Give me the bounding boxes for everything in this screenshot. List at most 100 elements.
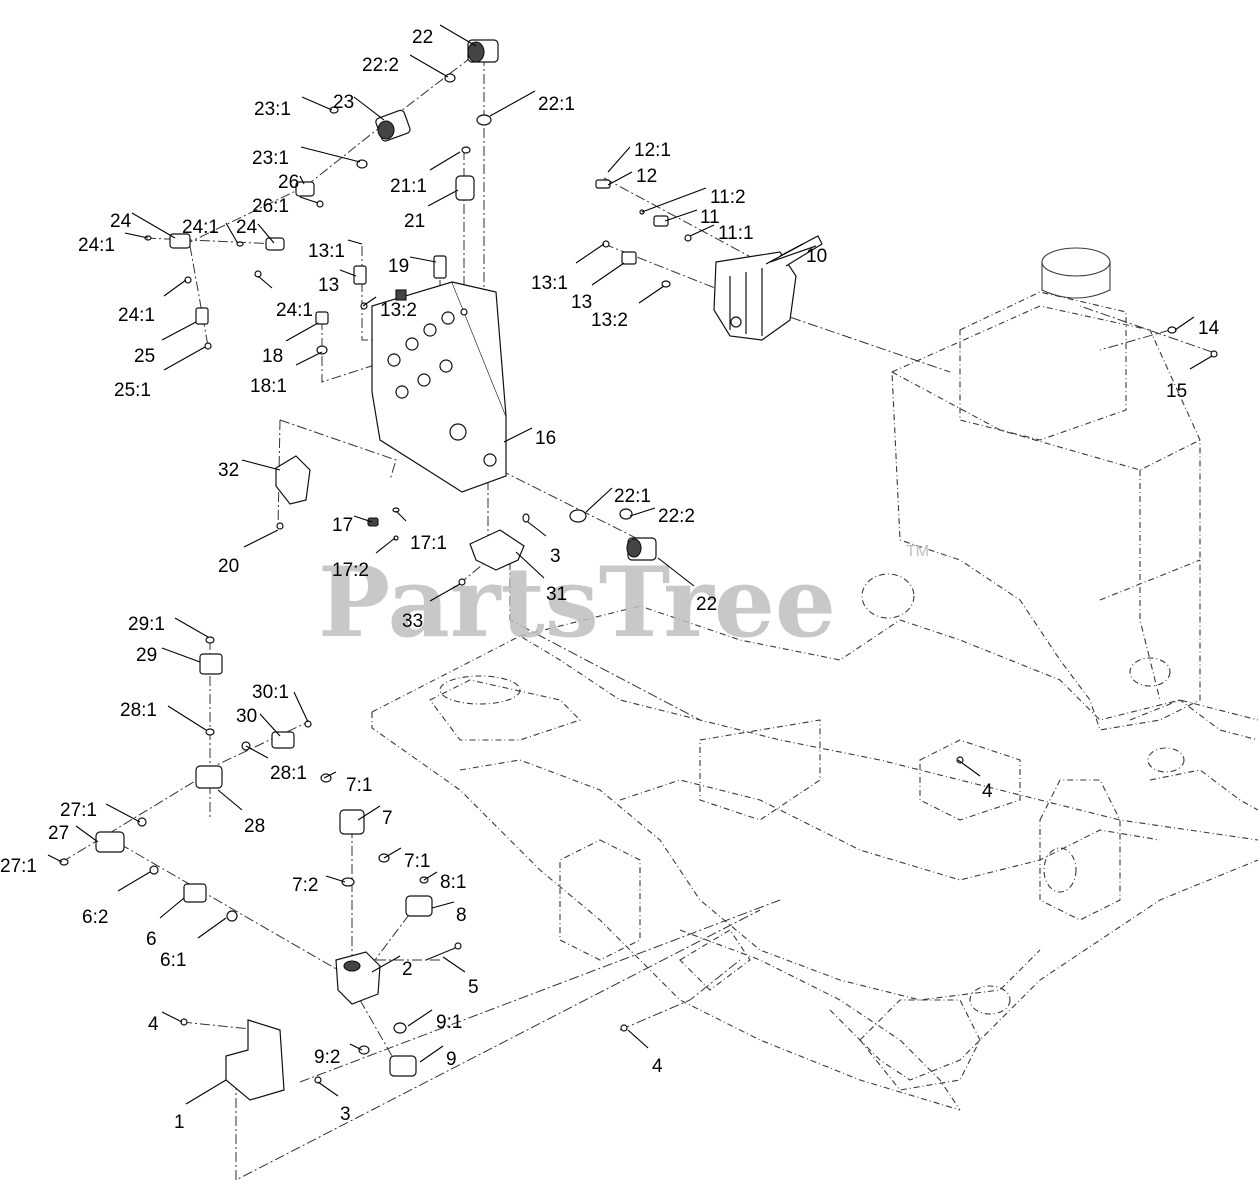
watermark-brand: PartsTree: [318, 546, 836, 659]
leader-line: [503, 427, 533, 443]
leader-line: [362, 296, 377, 307]
callout-c-27-1-b: 27:1: [0, 854, 63, 877]
part-21-adapter: [455, 175, 475, 201]
part-10-control-valve: [713, 235, 823, 341]
callout-label: 24: [236, 217, 258, 238]
callout-label: 9:1: [436, 1012, 462, 1033]
callout-label: 31: [546, 584, 567, 605]
leader-line: [429, 151, 461, 171]
callout-label: 28:1: [270, 763, 307, 784]
callout-c-13-2-b: 13:2: [591, 285, 665, 331]
leader-line: [641, 187, 707, 213]
callout-label: 17:2: [332, 560, 369, 581]
part-13-adapter: [353, 251, 637, 285]
leader-line: [439, 24, 477, 47]
callout-label: 22:1: [614, 486, 651, 507]
callout-label: 30: [236, 706, 257, 727]
leader-line: [689, 224, 715, 237]
callout-c-15: 15: [1166, 355, 1213, 402]
part-2-valve: [335, 951, 381, 1005]
callout-label: 25: [134, 346, 155, 367]
leader-line: [75, 825, 99, 843]
leader-line: [317, 1081, 339, 1097]
part-19-plug: [433, 255, 447, 279]
callout-label: 10: [806, 246, 827, 267]
callout-label: 7:2: [292, 875, 318, 896]
callout-label: 30:1: [252, 682, 289, 703]
callout-c-3-top: 3: [527, 521, 561, 567]
leader-line: [163, 346, 206, 371]
part-7-elbow: [339, 809, 365, 835]
part-25-plug: [195, 307, 209, 325]
leader-line: [427, 189, 459, 207]
callout-label: 3: [340, 1104, 351, 1125]
callout-label: 24:1: [276, 300, 313, 321]
callout-label: 24:1: [118, 305, 155, 326]
leader-line: [117, 871, 151, 892]
callout-label: 4: [148, 1014, 159, 1035]
callout-c-8: 8: [431, 901, 467, 926]
callout-label: 11:2: [710, 187, 746, 208]
callout-label: 3: [550, 546, 561, 567]
leader-line: [607, 171, 633, 186]
part-31-bracket: [469, 529, 525, 571]
leader-line: [293, 691, 309, 723]
callout-label: 20: [218, 556, 239, 577]
callout-c-13-1-a: 13:1: [308, 239, 363, 262]
leader-line: [395, 510, 407, 522]
callout-label: 14: [1198, 318, 1220, 339]
partstree-watermark: PartsTree TM: [318, 543, 929, 659]
leader-line: [627, 1029, 649, 1049]
callout-label: 27:1: [0, 856, 37, 877]
callout-label: 19: [388, 256, 409, 277]
callout-c-4-bottom: 4: [627, 1029, 663, 1077]
callout-c-23-1-b: 23:1: [252, 146, 361, 169]
leader-line: [664, 209, 698, 222]
part-22-1-oring: [476, 114, 492, 126]
leader-line: [259, 713, 281, 737]
callout-c-22-top: 22: [412, 24, 477, 48]
leader-line: [607, 146, 631, 173]
callout-label: 24:1: [182, 217, 219, 238]
callout-label: 22: [696, 594, 717, 615]
leader-line: [347, 239, 363, 245]
leader-line: [285, 322, 319, 342]
callout-label: 27:1: [60, 800, 97, 821]
leader-line: [339, 269, 357, 277]
callout-label: 22:1: [538, 94, 575, 115]
callout-c-29-1: 29:1: [128, 614, 209, 638]
callout-c-9-2: 9:2: [314, 1043, 363, 1068]
leader-line: [353, 515, 373, 523]
leader-line: [185, 1079, 227, 1105]
part-17-fitting: [367, 507, 400, 527]
callout-c-26: 26: [278, 172, 305, 193]
callout-label: 32: [218, 460, 239, 481]
leader-line: [131, 212, 176, 239]
part-18-plug: [315, 311, 329, 355]
callout-c-18: 18: [262, 322, 319, 367]
leader-line: [245, 745, 269, 759]
callout-label: 4: [652, 1056, 663, 1077]
callout-label: 5: [468, 977, 479, 998]
callout-label: 6:2: [82, 907, 108, 928]
callout-label: 22:2: [658, 506, 695, 527]
callout-label: 28:1: [120, 700, 157, 721]
mower-frame-outline: [371, 605, 1258, 1111]
leader-line: [301, 96, 333, 111]
leader-line: [442, 956, 466, 973]
callout-c-17-2: 17:2: [332, 537, 396, 581]
leader-line: [47, 854, 63, 863]
callout-c-29: 29: [136, 645, 201, 666]
callout-label: 17: [332, 515, 353, 536]
callout-c-17: 17: [332, 515, 373, 536]
leader-line: [299, 175, 305, 185]
callout-c-28: 28: [217, 789, 265, 837]
callout-label: 23: [333, 92, 354, 113]
part-22-2-oring: [444, 73, 456, 83]
leader-line: [765, 243, 804, 265]
callout-label: 27: [48, 823, 69, 844]
callout-label: 2: [402, 959, 413, 980]
leader-line: [357, 805, 381, 821]
callout-label: 6:1: [160, 950, 186, 971]
